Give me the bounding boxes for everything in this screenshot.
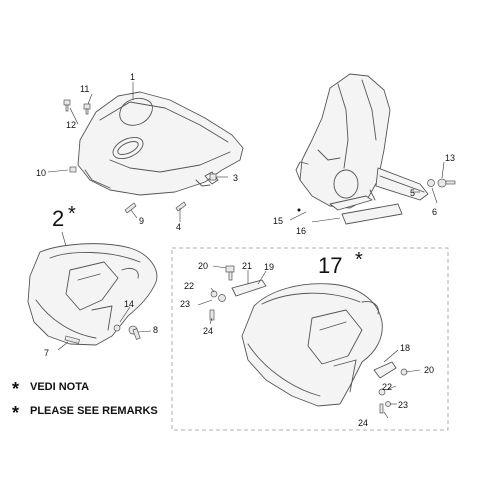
callout-10: 10 [36,168,46,178]
leader-lines-box-upper [197,265,267,325]
screw-parts-mid-left [64,324,141,344]
callout-17: 17 [318,253,342,278]
legend-asterisk-2: * [12,403,19,423]
front-shield-part [295,73,391,209]
screw-parts-box-upper [209,265,267,321]
callout-19: 19 [264,262,274,272]
handlebar-cover-part [77,91,244,196]
leader-lines-mid-left [57,306,152,351]
callout-20-lower: 20 [424,365,434,375]
screw-parts-box-lower [373,361,408,414]
callout-24-upper: 24 [203,326,213,336]
callout-23-upper: 23 [180,299,190,309]
front-mudguard-part [27,243,158,346]
callout-2: 2 [52,206,64,231]
legend-vedi-nota: VEDI NOTA [30,381,89,393]
leader-lines-top-left [47,82,228,222]
callout-2-asterisk: * [68,203,76,225]
callout-4: 4 [176,222,181,232]
callout-22-upper: 22 [184,281,194,291]
bracket-part [375,167,429,201]
leader-lines-top-right [289,161,445,223]
callout-5: 5 [410,188,415,198]
callout-17-asterisk: * [355,249,363,271]
reflector-part [329,195,403,225]
callout-16: 16 [296,226,306,236]
screw-parts-top-right [427,178,456,188]
callout-7: 7 [44,348,49,358]
callout-13: 13 [445,153,455,163]
leader-lines-box-lower [383,349,421,419]
legend-please-see-remarks: PLEASE SEE REMARKS [30,405,158,417]
marker-dot [297,208,301,212]
callout-12: 12 [66,120,76,130]
screw-parts-top-left [63,99,217,214]
callout-24-lower: 24 [358,418,368,428]
callout-6: 6 [432,207,437,217]
callout-1: 1 [130,72,135,82]
callout-3: 3 [233,173,238,183]
callout-20-upper: 20 [198,261,208,271]
assembly-box-17 [171,247,449,431]
callout-15: 15 [273,216,283,226]
mudguard-assembly-part [241,283,383,407]
callout-22-lower: 22 [382,382,392,392]
legend-asterisk-1: * [12,379,19,399]
callout-14: 14 [124,299,134,309]
callout-8: 8 [153,325,158,335]
callout-21: 21 [242,261,252,271]
callout-23-lower: 23 [398,400,408,410]
callout-11: 11 [80,84,89,94]
callout-9: 9 [139,216,144,226]
callout-18: 18 [400,343,410,353]
